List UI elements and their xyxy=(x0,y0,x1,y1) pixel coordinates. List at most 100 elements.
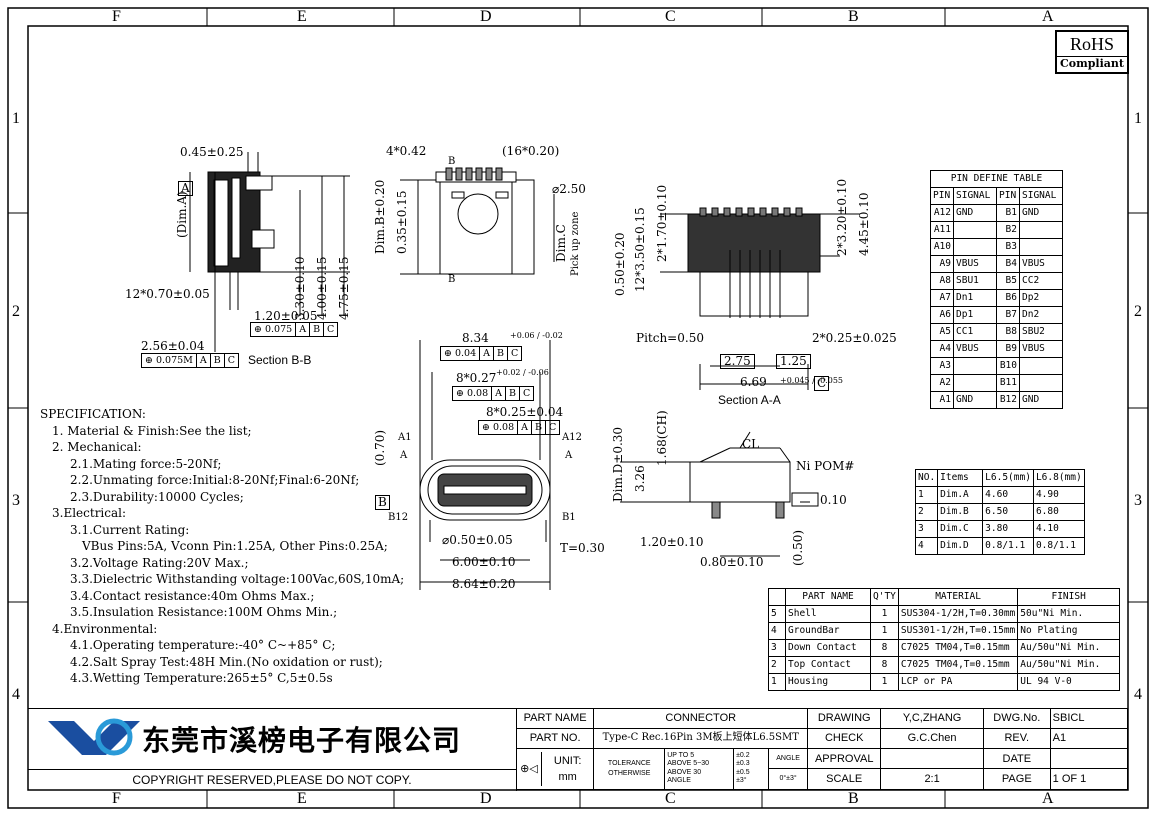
side-dim-2: 1.68(CH) xyxy=(655,410,669,466)
side-dim-4: 0.80±0.10 xyxy=(700,555,764,569)
dim-cell: 0.8/1.1 xyxy=(1032,537,1085,555)
zone-3-left: 3 xyxy=(12,492,20,509)
aa-dim-5: 4.45±0.10 xyxy=(857,192,871,257)
aa-dim-2: 2*1.70±0.10 xyxy=(655,184,669,262)
section-mark-a-right: A xyxy=(565,450,573,461)
pin-cell: B1 xyxy=(996,204,1020,222)
rohs-title: RoHS xyxy=(1069,34,1114,54)
pick-up-zone: Pick up zone xyxy=(570,211,581,276)
signal-cell: Dn1 xyxy=(953,289,997,307)
signal-cell: CC2 xyxy=(1019,272,1063,290)
pin-cell: B11 xyxy=(996,374,1020,392)
pin-a12-label: A12 xyxy=(562,432,582,443)
spec-line: VBus Pins:5A, Vconn Pin:1.25A, Other Pin… xyxy=(82,539,388,553)
dim-cell: 6.80 xyxy=(1032,503,1085,521)
top-dim-2: (16*0.20) xyxy=(502,144,560,158)
bom-cell: 1 xyxy=(768,673,786,691)
spec-line: 3.4.Contact resistance:40m Ohms Max.; xyxy=(70,588,315,603)
signal-cell: GND xyxy=(953,391,997,409)
scale-label: SCALE xyxy=(807,768,882,790)
bom-cell: Down Contact xyxy=(785,639,871,657)
bom-header xyxy=(768,588,786,606)
front-dim-3: 8*0.25±0.04 xyxy=(486,405,564,419)
dim-header-65: L6.5(mm) xyxy=(982,469,1034,487)
pin-cell: A12 xyxy=(930,204,954,222)
signal-cell: Dp1 xyxy=(953,306,997,324)
pin-cell: B8 xyxy=(996,323,1020,341)
zone-e-top: E xyxy=(297,8,307,25)
signal-cell xyxy=(1019,374,1063,392)
spec-line: 4.2.Salt Spray Test:48H Min.(No oxidatio… xyxy=(70,654,383,669)
bom-header: Q'TY xyxy=(870,588,899,606)
signal-cell: VBUS xyxy=(1019,340,1063,358)
spec-title: SPECIFICATION: xyxy=(40,407,146,421)
dim-cell: Dim.A xyxy=(937,486,984,504)
zone-f-bottom: F xyxy=(112,790,121,807)
signal-cell: VBUS xyxy=(953,340,997,358)
dim-cell: 3 xyxy=(914,520,939,538)
spec-line: 3.5.Insulation Resistance:100M Ohms Min.… xyxy=(70,605,338,619)
bom-cell: 50u"Ni Min. xyxy=(1017,605,1120,623)
signal-cell xyxy=(953,238,997,256)
page-label: PAGE xyxy=(982,768,1051,790)
spec-line: 1. Material & Finish:See the list; xyxy=(52,423,252,438)
signal-header: SIGNAL xyxy=(953,187,997,205)
signal-cell xyxy=(1019,357,1063,375)
signal-cell: VBUS xyxy=(1019,255,1063,273)
rev-label: REV. xyxy=(982,727,1051,749)
bb-dim-4: 4.00±0.15 xyxy=(315,256,329,321)
side-dim-5: (0.50) xyxy=(791,529,805,566)
dim-cell: 4.60 xyxy=(982,486,1034,504)
spec-line: 3.1.Current Rating: xyxy=(70,522,190,537)
tolerance-values: ±0.2±0.3±0.5±3° xyxy=(733,747,769,791)
dim-cell: 4.10 xyxy=(1032,520,1085,538)
front-dim-2-tol: +0.02 / -0.06 xyxy=(496,368,549,377)
pin-cell: B12 xyxy=(996,391,1020,409)
bom-cell: 8 xyxy=(870,656,899,674)
unit-label: UNIT: xyxy=(553,754,582,767)
pin-header: PIN xyxy=(930,187,954,205)
bom-cell: LCP or PA xyxy=(897,673,1019,691)
zone-c-top: C xyxy=(665,8,676,25)
signal-cell: GND xyxy=(953,204,997,222)
datum-b: B xyxy=(375,495,390,510)
aa-dim-9-tol: +0.045 / -0.055 xyxy=(780,376,843,385)
datum-a: A xyxy=(178,181,193,196)
drawing-label: DRAWING xyxy=(807,708,882,729)
pin-cell: B4 xyxy=(996,255,1020,273)
pin-cell: B6 xyxy=(996,289,1020,307)
top-dim-c: Dim.C xyxy=(554,224,568,262)
top-dim-4: ⌀2.50 xyxy=(552,182,586,196)
dim-header-no: NO. xyxy=(914,469,939,487)
bom-cell: 1 xyxy=(870,673,899,691)
pin-cell: A3 xyxy=(930,357,954,375)
pin-a1-label: A1 xyxy=(398,432,412,443)
zone-4-right: 4 xyxy=(1134,686,1142,703)
bom-header: MATERIAL xyxy=(897,588,1019,606)
bom-cell: 8 xyxy=(870,639,899,657)
zone-d-bottom: D xyxy=(480,790,492,807)
spec-line: 2.3.Durability:10000 Cycles; xyxy=(70,489,244,504)
side-dim-3: 1.20±0.10 xyxy=(640,535,704,549)
aa-dim-1: 12*3.50±0.15 xyxy=(633,207,647,292)
front-dim-1-tol: +0.06 / -0.02 xyxy=(510,331,563,340)
signal-cell xyxy=(953,374,997,392)
zone-f-top: F xyxy=(112,8,121,25)
part-no: Type-C Rec.16Pin 3M板上短体L6.5SMT xyxy=(593,727,809,749)
zone-4-left: 4 xyxy=(12,686,20,703)
zone-c-bottom: C xyxy=(665,790,676,807)
spec-line: 3.Electrical: xyxy=(52,506,127,520)
aa-dim-4: 2*3.20±0.10 xyxy=(835,178,849,256)
spec-line: 2. Mechanical: xyxy=(52,440,142,454)
dim-cell: 3.80 xyxy=(982,520,1034,538)
section-mark-b-bottom: B xyxy=(448,274,456,285)
